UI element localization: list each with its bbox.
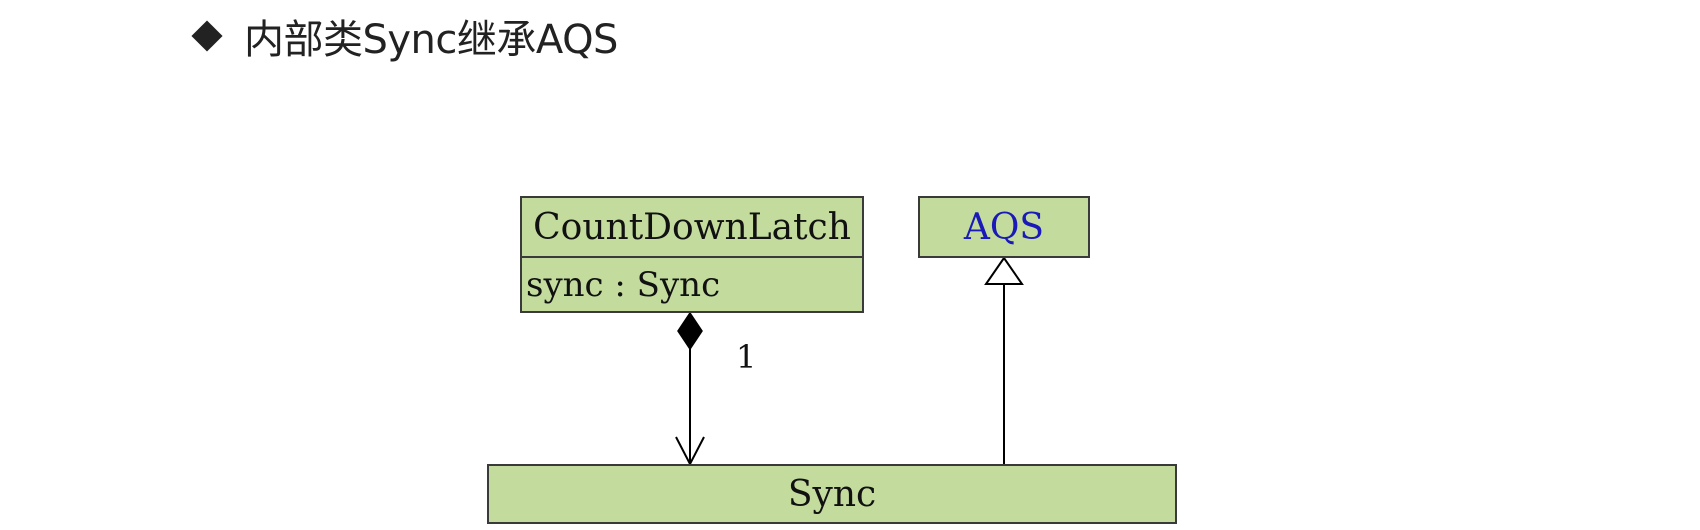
heading-text: 内部类Sync继承AQS xyxy=(244,17,618,63)
class-countdownlatch: CountDownLatch sync : Sync xyxy=(520,196,864,313)
class-attribute: sync : Sync xyxy=(526,264,721,305)
class-sync: Sync xyxy=(487,464,1177,524)
composition-connector xyxy=(675,311,705,467)
multiplicity-label: 1 xyxy=(736,338,757,376)
class-name: Sync xyxy=(787,473,877,515)
slide-heading: 内部类Sync继承AQS xyxy=(190,8,618,64)
class-name: CountDownLatch xyxy=(522,198,862,258)
inheritance-triangle-icon xyxy=(984,256,1024,285)
class-name: AQS xyxy=(963,206,1045,248)
class-aqs: AQS xyxy=(918,196,1090,258)
composition-diamond-icon xyxy=(677,311,703,351)
generalization-connector xyxy=(984,256,1024,464)
